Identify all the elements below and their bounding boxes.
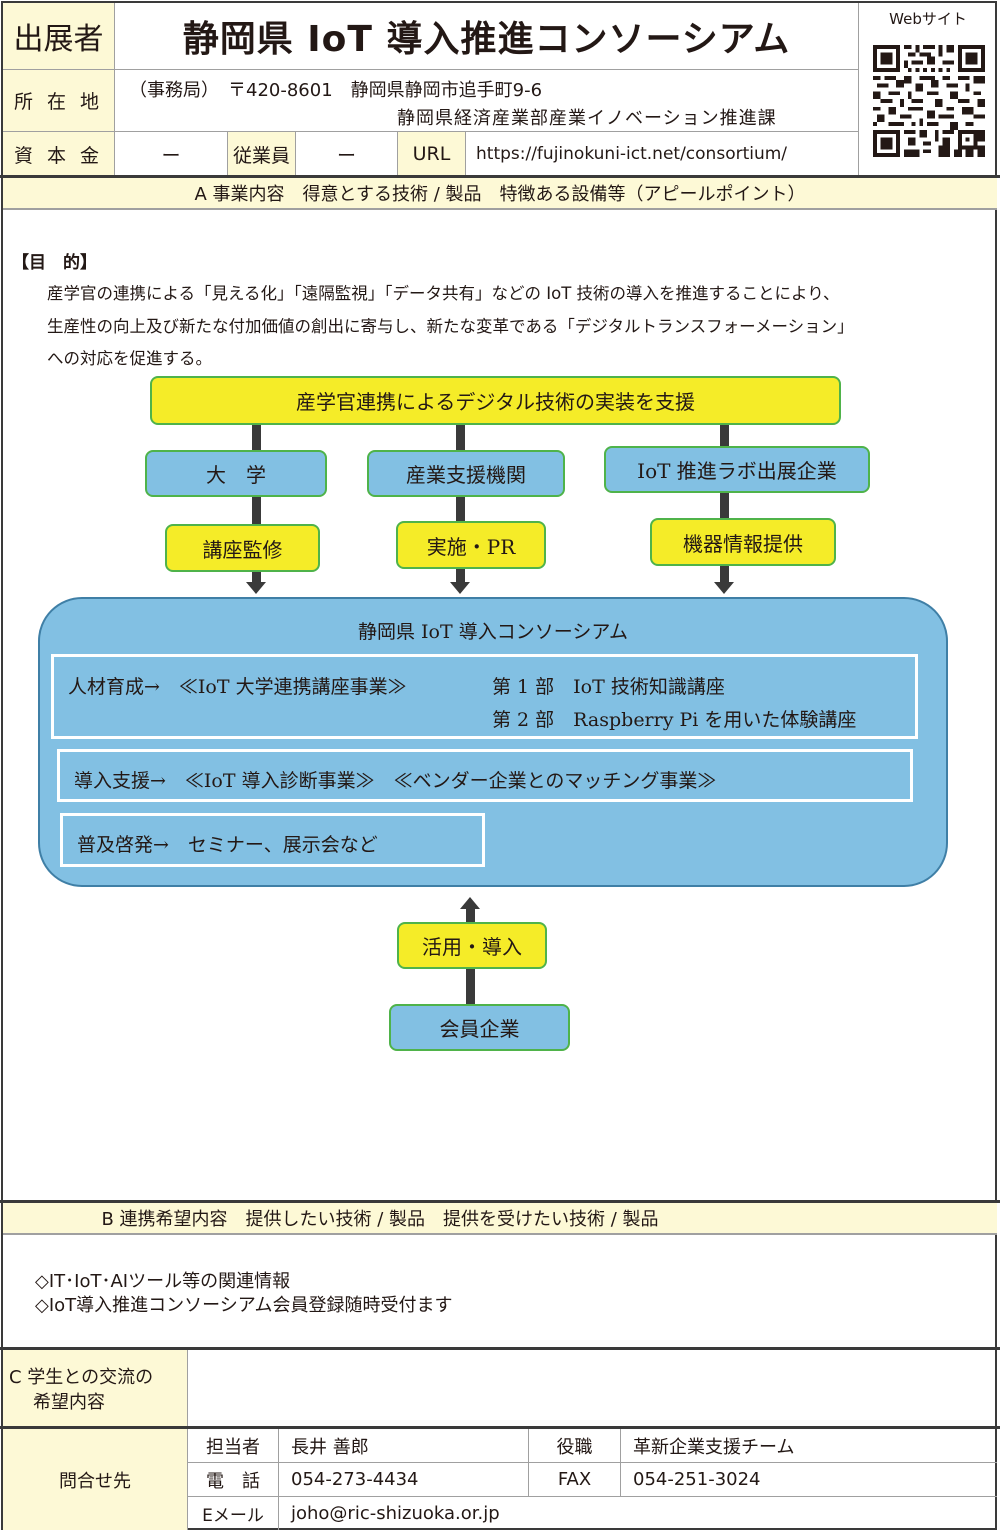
phone-value[interactable]: 054-273-4434 (291, 1469, 419, 1490)
position-label: 役職 (556, 1436, 593, 1458)
website-label: Webサイト (889, 10, 967, 28)
capital-label: 資 本 金 (13, 144, 104, 167)
section-a-header: A 事業内容 得意とする技術 / 製品 特徴ある設備等（アピールポイント） (3, 178, 997, 210)
row-item-text: 第 1 部 IoT 技術知識講座 (492, 676, 725, 698)
section-c-label-line1: C 学生との交流の (9, 1367, 154, 1388)
contact-label-cell: 問合せ先 (3, 1429, 188, 1530)
address-line2: 静岡県経済産業部産業イノベーション推進課 (397, 108, 777, 129)
purpose-heading: 【目 的】 (12, 253, 97, 273)
section-b-line-2: ◇IoT導入推進コンソーシアム会員登録随時受付ます (35, 1295, 453, 1316)
phone-label: 電 話 (206, 1470, 260, 1492)
role-box-equipment-info: 機器情報提供 (650, 518, 836, 566)
exhibitor-name-cell: 静岡県 IoT 導入推進コンソーシアム (115, 3, 858, 69)
arrow-down-icon (714, 582, 734, 594)
role-text: 講座監修 (202, 537, 283, 562)
fax-value-cell: 054-251-3024 (621, 1462, 997, 1496)
role-text: 実施・PR (426, 534, 516, 559)
row-awareness: 普及啓発→ セミナー、展示会など (60, 813, 485, 867)
fax-label: FAX (557, 1469, 592, 1490)
position-value-cell: 革新企業支援チーム (621, 1429, 997, 1462)
divider (0, 175, 1000, 178)
section-b-line-1: ◇IT･IoT･AIツール等の関連情報 (35, 1271, 291, 1292)
url-label: URL (412, 143, 451, 165)
entity-text: 大 学 (206, 463, 266, 487)
person-label: 担当者 (206, 1436, 260, 1458)
website-cell: Webサイト (858, 3, 997, 175)
arrow-up-icon (460, 897, 480, 909)
person-label-cell: 担当者 (188, 1429, 279, 1462)
row-adoption-support: 導入支援→ ≪IoT 導入診断事業≫ ≪ベンダー企業とのマッチング事業≫ (57, 749, 913, 802)
row-item-text: 第 2 部 Raspberry Pi を用いた体験講座 (492, 709, 857, 731)
consortium-box (38, 597, 948, 887)
diagram-top-text: 産学官連携によるデジタル技術の実装を支援 (296, 390, 695, 414)
action-box-utilize: 活用・導入 (397, 922, 547, 969)
consortium-title: 静岡県 IoT 導入コンソーシアム (358, 621, 628, 643)
email-label-cell: Eメール (188, 1496, 279, 1530)
role-text: 機器情報提供 (683, 531, 803, 556)
arrow-stem (252, 424, 261, 584)
divider (0, 1347, 1000, 1350)
entity-text: 産業支援機関 (406, 463, 526, 487)
role-box-supervision: 講座監修 (165, 524, 320, 572)
section-c-value-cell (188, 1350, 997, 1426)
section-a-title: A 事業内容 得意とする技術 / 製品 特徴ある設備等（アピールポイント） (194, 184, 806, 205)
employees-value-cell: ー (296, 131, 398, 176)
role-box-pr: 実施・PR (396, 521, 546, 569)
person-value-cell: 長井 善郎 (279, 1429, 529, 1462)
arrow-stem (456, 424, 465, 584)
url-link[interactable]: https://fujinokuni-ict.net/consortium/ (476, 144, 788, 164)
email-value-cell: joho@ric-shizuoka.or.jp (279, 1496, 997, 1530)
row-lead-text: 導入支援→ ≪IoT 導入診断事業≫ ≪ベンダー企業とのマッチング事業≫ (74, 770, 717, 792)
section-c-label-line2: 希望内容 (33, 1392, 105, 1413)
divider (0, 1426, 1000, 1429)
section-b-header: B 連携希望内容 提供したい技術 / 製品 提供を受けたい技術 / 製品 (3, 1203, 997, 1235)
arrow-down-icon (246, 582, 266, 594)
fax-value: 054-251-3024 (633, 1469, 761, 1490)
qr-code-icon[interactable] (873, 45, 985, 157)
arrow-stem (720, 424, 729, 584)
exhibitor-label-cell: 出展者 (3, 3, 115, 69)
address-line1: （事務局） 〒420-8601 静岡県静岡市追手町9-6 (129, 80, 543, 101)
arrow-down-icon (450, 582, 470, 594)
row-lead-text: 普及啓発→ セミナー、展示会など (77, 834, 378, 856)
url-label-cell: URL (398, 131, 466, 176)
employees-label-cell: 従業員 (228, 131, 296, 176)
capital-value: ー (161, 144, 181, 167)
entity-text: 会員企業 (439, 1017, 520, 1041)
location-label-cell: 所 在 地 (3, 69, 115, 131)
entity-text: IoT 推進ラボ出展企業 (637, 459, 837, 483)
entity-box-university: 大 学 (145, 450, 327, 497)
diagram-top-box: 産学官連携によるデジタル技術の実装を支援 (150, 376, 841, 425)
person-value: 長井 善郎 (291, 1436, 369, 1458)
position-value: 革新企業支援チーム (633, 1436, 795, 1458)
employees-value: ー (336, 144, 356, 167)
entity-box-member-companies: 会員企業 (389, 1004, 570, 1051)
purpose-line-3: への対応を促進する。 (47, 349, 212, 368)
url-value-cell: https://fujinokuni-ict.net/consortium/ (466, 131, 858, 176)
exhibitor-label: 出展者 (13, 22, 104, 57)
phone-value-cell: 054-273-4434 (279, 1462, 529, 1496)
capital-label-cell: 資 本 金 (3, 131, 115, 176)
entity-box-iot-lab: IoT 推進ラボ出展企業 (604, 446, 870, 493)
address-cell: （事務局） 〒420-8601 静岡県静岡市追手町9-6 静岡県経済産業部産業イ… (115, 69, 858, 131)
location-label: 所 在 地 (13, 91, 104, 113)
fax-label-cell: FAX (529, 1462, 621, 1496)
row-hr-development: 人材育成→ ≪IoT 大学連携講座事業≫ 第 1 部 IoT 技術知識講座 第 … (51, 654, 918, 739)
capital-value-cell: ー (115, 131, 228, 176)
purpose-line-2: 生産性の向上及び新たな付加価値の創出に寄与し、新たな変革である「デジタルトランス… (47, 317, 854, 336)
section-b-title: B 連携希望内容 提供したい技術 / 製品 提供を受けたい技術 / 製品 (101, 1209, 659, 1230)
phone-label-cell: 電 話 (188, 1462, 279, 1496)
email-link[interactable]: joho@ric-shizuoka.or.jp (291, 1503, 500, 1524)
entity-box-support-org: 産業支援機関 (367, 450, 565, 497)
contact-label: 問合せ先 (59, 1470, 131, 1492)
divider (0, 1200, 1000, 1203)
purpose-line-1: 産学官の連携による「見える化」「遠隔監視」「データ共有」などの IoT 技術の導… (47, 284, 840, 303)
action-text: 活用・導入 (422, 935, 522, 959)
section-c-label-cell: C 学生との交流の 希望内容 (3, 1350, 188, 1426)
position-label-cell: 役職 (529, 1429, 621, 1462)
row-lead-text: 人材育成→ ≪IoT 大学連携講座事業≫ (68, 676, 407, 698)
employees-label: 従業員 (232, 144, 290, 167)
email-label: Eメール (202, 1506, 264, 1526)
exhibitor-name: 静岡県 IoT 導入推進コンソーシアム (182, 19, 791, 60)
